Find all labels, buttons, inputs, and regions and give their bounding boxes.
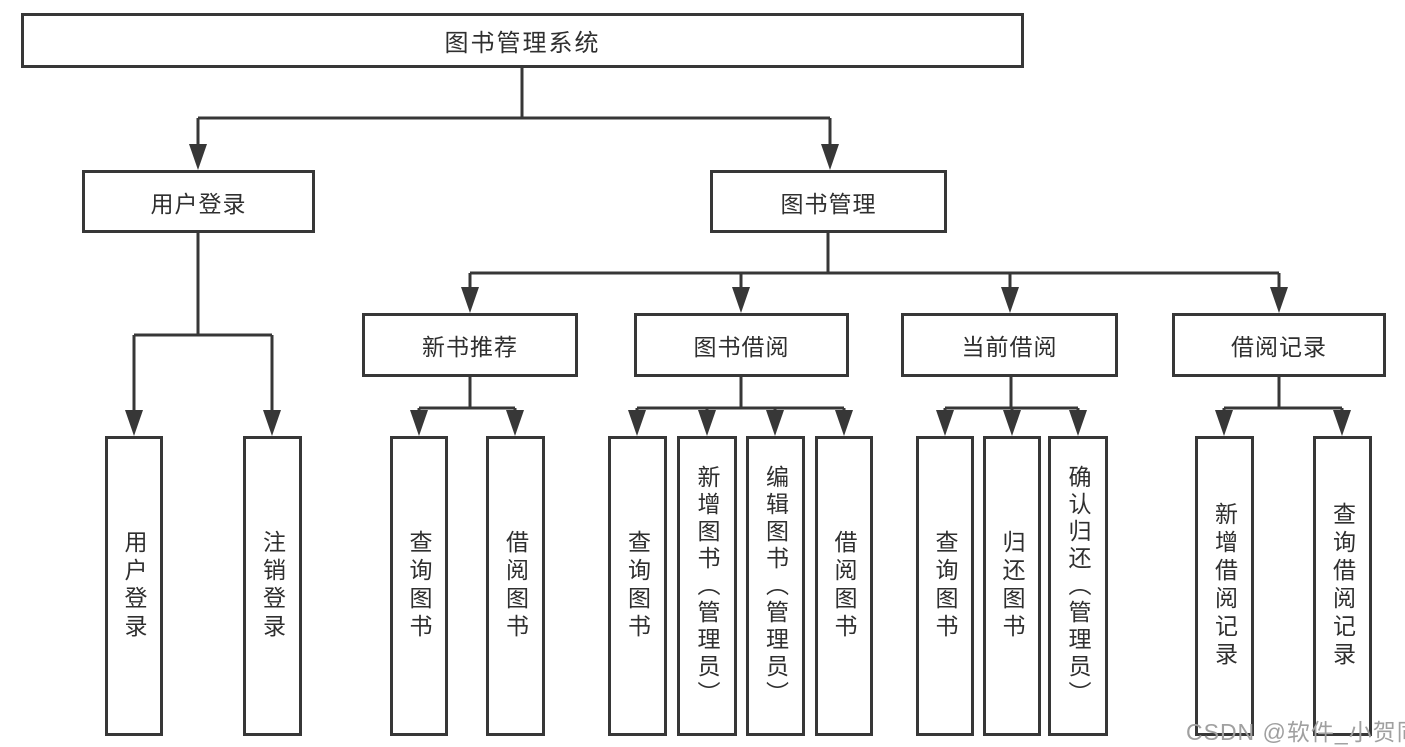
leaf-logout-label: 注销登录 [259, 530, 286, 642]
leaf-current-query-book: 查询图书 [916, 436, 974, 736]
leaf-borrow-query-book-label: 查询图书 [624, 530, 651, 642]
leaf-confirm-return-admin-label: 确认归还（管理员） [1065, 464, 1091, 708]
leaf-add-borrow-record-label: 新增借阅记录 [1211, 502, 1238, 670]
leaf-logout: 注销登录 [243, 436, 302, 736]
node-book-borrow: 图书借阅 [634, 313, 849, 377]
leaf-borrow-book-label: 借阅图书 [831, 530, 857, 642]
node-book-management-label: 图书管理 [780, 190, 877, 217]
leaf-add-book-admin-label: 新增图书（管理员） [694, 464, 720, 708]
leaf-recommend-query-book: 查询图书 [390, 436, 448, 736]
leaf-user-login: 用户登录 [105, 436, 163, 736]
leaf-add-borrow-record: 新增借阅记录 [1195, 436, 1254, 736]
node-user-login-label: 用户登录 [150, 190, 247, 217]
leaf-return-book-label: 归还图书 [999, 530, 1025, 642]
leaf-borrow-query-book: 查询图书 [608, 436, 667, 736]
node-root: 图书管理系统 [21, 13, 1024, 68]
node-current-borrow: 当前借阅 [901, 313, 1118, 377]
leaf-recommend-query-book-label: 查询图书 [406, 530, 432, 642]
node-user-login: 用户登录 [82, 170, 315, 233]
leaf-confirm-return-admin: 确认归还（管理员） [1048, 436, 1108, 736]
node-borrow-record-label: 借阅记录 [1231, 334, 1327, 360]
leaf-edit-book-admin: 编辑图书（管理员） [746, 436, 805, 736]
leaf-return-book: 归还图书 [983, 436, 1041, 736]
leaf-add-book-admin: 新增图书（管理员） [677, 436, 737, 736]
node-current-borrow-label: 当前借阅 [961, 334, 1058, 360]
node-new-book-recommend: 新书推荐 [362, 313, 578, 377]
leaf-query-borrow-record: 查询借阅记录 [1313, 436, 1372, 736]
leaf-borrow-book: 借阅图书 [815, 436, 873, 736]
leaf-recommend-borrow-book: 借阅图书 [486, 436, 545, 736]
leaf-query-borrow-record-label: 查询借阅记录 [1329, 502, 1356, 670]
leaf-edit-book-admin-label: 编辑图书（管理员） [762, 464, 789, 708]
node-new-book-recommend-label: 新书推荐 [422, 334, 518, 360]
leaf-recommend-borrow-book-label: 借阅图书 [502, 530, 529, 642]
leaf-user-login-label: 用户登录 [121, 530, 147, 642]
node-book-borrow-label: 图书借阅 [693, 334, 790, 360]
leaf-current-query-book-label: 查询图书 [932, 530, 958, 642]
node-borrow-record: 借阅记录 [1172, 313, 1386, 377]
node-root-label: 图书管理系统 [444, 30, 601, 57]
csdn-watermark: CSDN @软件_小贺同学 [1186, 719, 1405, 745]
node-book-management: 图书管理 [710, 170, 947, 233]
